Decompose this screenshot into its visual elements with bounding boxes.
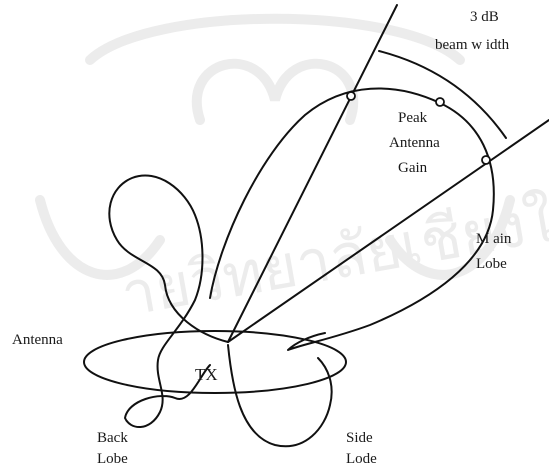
watermark-seal: ายวิทยาลัยเชียงใหม่ <box>35 13 549 331</box>
back-lobe <box>108 174 229 428</box>
peak-gain-label-line1: Peak <box>398 110 428 126</box>
main-lobe-label-line2: Lobe <box>476 256 507 272</box>
beam-width-label-line2: beam w idth <box>435 37 510 53</box>
peak-gain-label-line2: Antenna <box>389 135 440 151</box>
watermark-text: ายวิทยาลัยเชียงใหม่ <box>116 172 549 331</box>
main-lobe <box>209 87 495 351</box>
peak-gain-label-line3: Gain <box>398 160 428 176</box>
side-lobe-label-line1: Side <box>346 430 373 446</box>
main-lobe-marker <box>481 155 491 165</box>
antenna-ellipse <box>83 330 347 394</box>
beam-line-upper <box>227 4 398 343</box>
beam-width-label-line1: 3 dB <box>470 9 499 25</box>
tx-label: TX <box>195 365 218 384</box>
side-lobe-label-line2: Lode <box>346 451 377 467</box>
back-lobe-label-line2: Lobe <box>97 451 128 467</box>
antenna-label: Antenna <box>12 332 63 348</box>
side-lobe <box>227 344 333 448</box>
peak-marker-left <box>346 91 356 101</box>
beam-width-arc <box>378 50 507 139</box>
beam-line-lower <box>227 119 549 343</box>
main-lobe-label-line1: M ain <box>476 231 512 247</box>
peak-marker-top <box>435 97 445 107</box>
back-lobe-label-line1: Back <box>97 430 128 446</box>
